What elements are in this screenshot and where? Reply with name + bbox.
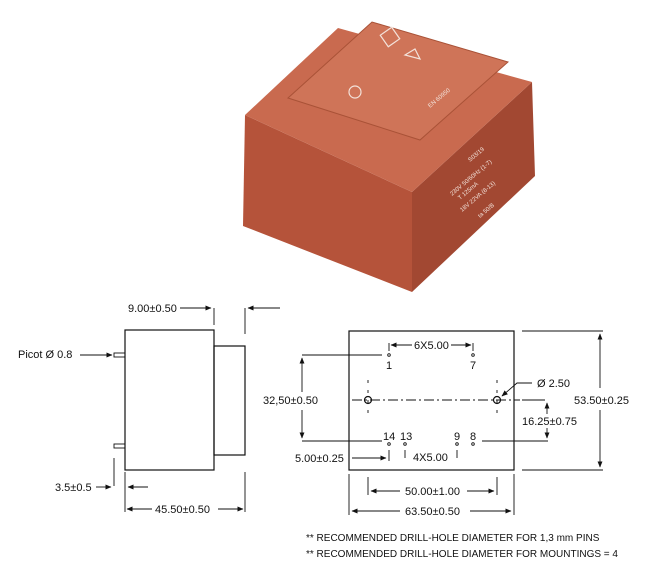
mount-spacing-label: 50.00±1.00: [405, 486, 460, 498]
mounting-hole-left: [363, 395, 373, 405]
mount-offset-label: 16.25±0.75: [522, 416, 577, 428]
pin-label-13: 13: [400, 431, 412, 443]
transformer-raised-block: [287, 21, 510, 141]
note-mount-drill: ** RECOMMENDED DRILL-HOLE DIAMETER FOR M…: [306, 549, 618, 560]
pin-7: [471, 353, 475, 357]
width-dim-label: 45.50±0.50: [155, 504, 210, 516]
pin-label-14: 14: [383, 431, 395, 443]
pin-9: [455, 442, 459, 446]
pin-label-7: 7: [470, 360, 476, 372]
pin-length-label: 3.5±0.5: [55, 482, 92, 494]
transformer-photo: S03/19 230V 50/60Hz (1-7) T 125mA 18V 22…: [243, 21, 535, 292]
hole-diameter-label: Ø 2.50: [537, 378, 570, 390]
body-outline: [124, 329, 215, 471]
note-pin-drill: ** RECOMMENDED DRILL-HOLE DIAMETER FOR 1…: [306, 533, 600, 544]
footprint-drawing: 6X5.00 1 7 32,50±0.50 Ø 2.50 16.25±0.75 …: [263, 330, 629, 518]
length-dim-label: 63.50±0.50: [405, 506, 460, 518]
footprint-outline: [348, 330, 515, 471]
pin-8: [471, 442, 475, 446]
row-spacing-label: 32,50±0.50: [263, 395, 318, 407]
pin-label-8: 8: [470, 431, 476, 443]
top-dim-label: 9.00±0.50: [128, 303, 177, 315]
transformer-front-face: [243, 115, 412, 292]
pin-label: Picot Ø 0.8: [18, 349, 72, 361]
pin-14: [387, 442, 391, 446]
top-pitch-label: 6X5.00: [414, 340, 449, 352]
pin-top: [113, 352, 126, 358]
height-dim-label: 53.50±0.25: [574, 395, 629, 407]
mounting-hole-right: [492, 395, 502, 405]
certification-logos: [348, 26, 422, 99]
transformer-side-face: [412, 82, 535, 292]
side-view-drawing: Picot Ø 0.8 9.00±0.50 3.5±0.5 45.50±0.50: [18, 303, 280, 516]
pin-offset-label: 5.00±0.25: [295, 453, 344, 465]
pin-label-1: 1: [386, 360, 392, 372]
pin-1: [387, 353, 391, 357]
pin-13: [403, 442, 407, 446]
bottom-pitch-label: 4X5.00: [413, 452, 448, 464]
pin-bottom: [113, 443, 126, 449]
cover-outline: [213, 345, 246, 456]
pin-label-9: 9: [454, 431, 460, 443]
